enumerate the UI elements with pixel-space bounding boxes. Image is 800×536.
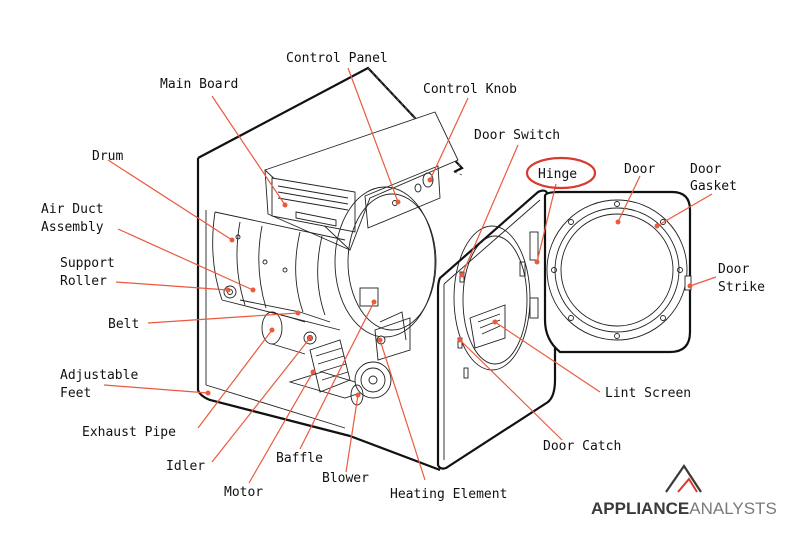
- main-board-drawing: [271, 177, 356, 233]
- label-motor: Motor: [224, 485, 263, 500]
- label-air-duct-line2: Assembly: [41, 220, 104, 235]
- svg-text:APPLIANCEANALYSTS: APPLIANCEANALYSTS: [591, 499, 777, 518]
- label-door-gasket-line1: Door: [690, 162, 721, 177]
- label-baffle: Baffle: [276, 451, 323, 466]
- label-belt: Belt: [108, 317, 139, 332]
- labels: Control Panel Main Board Control Knob Do…: [41, 51, 765, 502]
- leader-lines: [103, 67, 717, 484]
- label-door-strike-line2: Strike: [718, 280, 765, 295]
- label-door-catch: Door Catch: [543, 439, 621, 454]
- label-door-strike-line1: Door: [718, 262, 749, 277]
- label-adjustable-feet-line1: Adjustable: [60, 368, 138, 383]
- label-door-switch: Door Switch: [474, 128, 560, 143]
- label-control-knob: Control Knob: [423, 82, 517, 97]
- logo-text-appliance: APPLIANCE: [591, 499, 689, 518]
- label-hinge: Hinge: [538, 167, 577, 182]
- lower-components-drawing: [223, 285, 411, 406]
- label-lint-screen: Lint Screen: [605, 386, 691, 401]
- drum-drawing: [212, 186, 437, 338]
- label-adjustable-feet-line2: Feet: [60, 386, 91, 401]
- mountain-logo-icon: [665, 464, 702, 493]
- label-control-panel: Control Panel: [286, 51, 388, 66]
- control-console: [264, 111, 459, 251]
- label-heating-element: Heating Element: [390, 487, 507, 502]
- door-drawing: [436, 189, 557, 470]
- label-air-duct-line1: Air Duct: [41, 202, 104, 217]
- hinge-highlight: [525, 156, 597, 190]
- label-idler: Idler: [166, 459, 205, 474]
- logo-text-analysts: ANALYSTS: [689, 499, 777, 518]
- label-door: Door: [624, 162, 655, 177]
- label-blower: Blower: [322, 471, 369, 486]
- label-drum: Drum: [92, 149, 123, 164]
- appliance-analysts-logo: APPLIANCEANALYSTS: [591, 464, 777, 518]
- label-exhaust-pipe: Exhaust Pipe: [82, 425, 176, 440]
- label-main-board: Main Board: [160, 77, 238, 92]
- gasket-bolts: [551, 201, 683, 339]
- label-door-gasket-line2: Gasket: [690, 179, 737, 194]
- door-panel-drawing: [543, 190, 692, 354]
- label-support-roller-line1: Support: [60, 256, 115, 271]
- label-support-roller-line2: Roller: [60, 274, 107, 289]
